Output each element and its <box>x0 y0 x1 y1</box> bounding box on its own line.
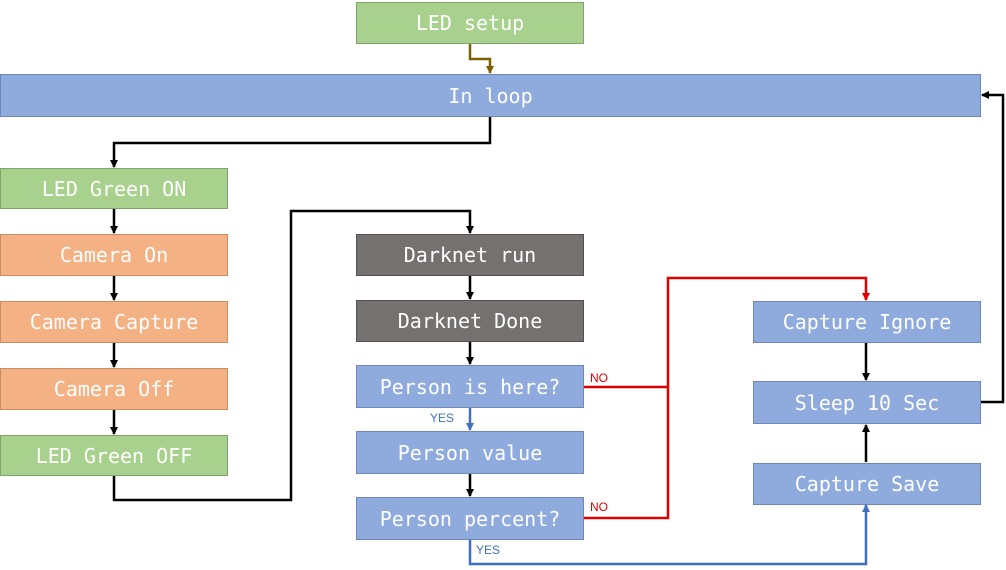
edge-percent-no-to-ignore <box>584 276 870 520</box>
node-capture-ignore: Capture Ignore <box>753 301 981 343</box>
node-darknet-done: Darknet Done <box>356 300 584 342</box>
edge-led-off-to-darknet-run <box>112 209 474 502</box>
label-is-here-no: NO <box>590 371 608 385</box>
label-is-here-yes: YES <box>430 411 455 425</box>
node-capture-save: Capture Save <box>753 463 981 505</box>
node-darknet-run: Darknet run <box>356 234 584 276</box>
node-person-percent: Person percent? <box>356 497 584 540</box>
node-led-green-on: LED Green ON <box>0 168 228 209</box>
node-person-value: Person value <box>356 431 584 474</box>
node-led-green-off: LED Green OFF <box>0 435 228 476</box>
edge-setup-to-loop <box>468 44 494 74</box>
node-camera-capture: Camera Capture <box>0 301 228 343</box>
node-person-is-here: Person is here? <box>356 365 584 408</box>
node-camera-off: Camera Off <box>0 368 228 410</box>
node-in-loop: In loop <box>0 74 981 117</box>
node-camera-on: Camera On <box>0 234 228 276</box>
node-sleep-10-sec: Sleep 10 Sec <box>753 381 981 424</box>
edge-sleep-to-loop <box>981 91 1005 404</box>
label-percent-yes: YES <box>476 543 501 557</box>
edge-percent-yes-to-save <box>468 504 870 566</box>
node-led-setup: LED setup <box>356 2 584 44</box>
label-percent-no: NO <box>590 500 608 514</box>
edge-loop-to-led-on <box>110 117 492 168</box>
